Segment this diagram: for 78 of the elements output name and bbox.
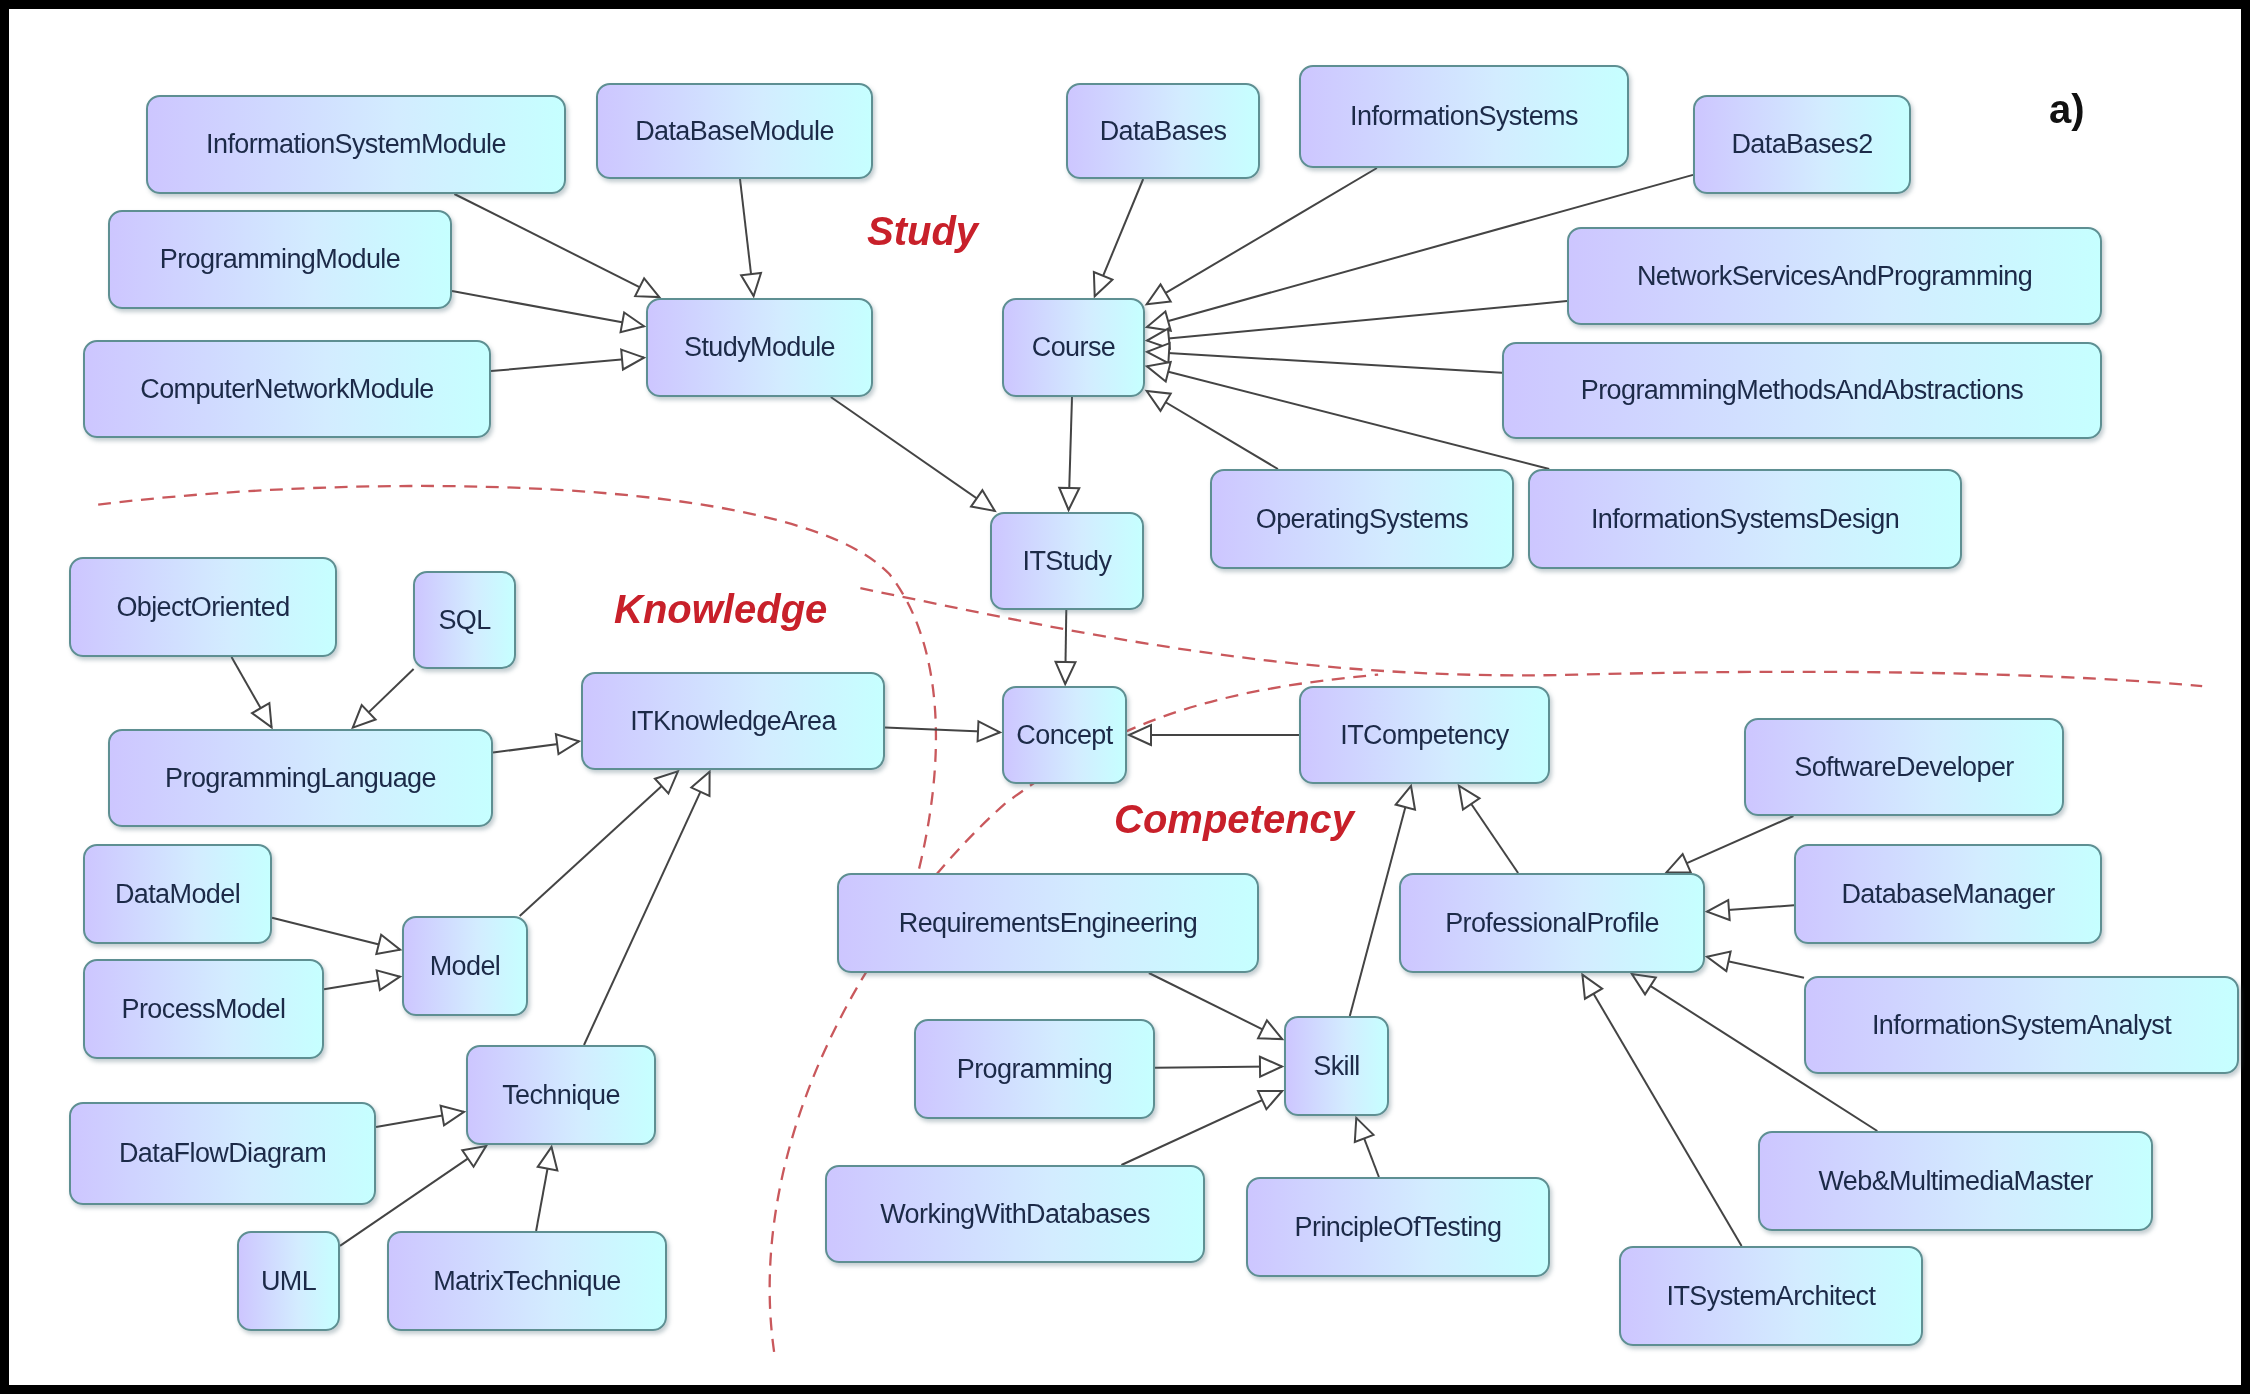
arrow <box>1457 784 1520 874</box>
arrow <box>1630 973 1879 1132</box>
arrow <box>492 733 580 756</box>
class-box: ProgrammingModule <box>108 210 452 309</box>
arrow <box>739 178 762 297</box>
arrow <box>1353 1116 1380 1178</box>
arrow <box>583 770 711 1046</box>
arrow <box>1348 784 1416 1017</box>
class-box: SQL <box>413 571 516 669</box>
arrow <box>1146 342 1503 374</box>
arrow <box>339 1145 488 1247</box>
arrow <box>375 1104 465 1128</box>
arrow <box>1145 390 1279 470</box>
arrow <box>230 656 273 729</box>
arrow <box>884 720 1001 743</box>
class-box: Model <box>402 916 528 1016</box>
class-box: Skill <box>1284 1016 1389 1116</box>
arrow <box>829 396 996 512</box>
class-box: ITKnowledgeArea <box>581 672 885 770</box>
class-box: Programming <box>914 1019 1155 1119</box>
arrow <box>351 668 415 729</box>
class-box: ProcessModel <box>83 959 324 1059</box>
class-box: ITStudy <box>990 512 1144 610</box>
class-box: UML <box>237 1231 340 1331</box>
arrow <box>1058 396 1081 511</box>
class-box: MatrixTechnique <box>387 1231 667 1331</box>
class-box: ProgrammingMethodsAndAbstractions <box>1502 342 2102 439</box>
class-box: Web&MultimediaMaster <box>1758 1131 2153 1231</box>
arrow <box>1706 899 1795 921</box>
class-box: InformationSystemsDesign <box>1528 469 1962 569</box>
class-box: ProgrammingLanguage <box>108 729 493 827</box>
arrow <box>1145 167 1378 306</box>
class-box: WorkingWithDatabases <box>825 1165 1205 1263</box>
arrow <box>1147 972 1284 1041</box>
arrow <box>323 969 401 992</box>
class-box: ITSystemArchitect <box>1619 1246 1923 1346</box>
arrow <box>1120 1090 1284 1166</box>
class-box: OperatingSystems <box>1210 469 1514 569</box>
class-box: ProfessionalProfile <box>1399 873 1705 973</box>
class-box: DatabaseManager <box>1794 844 2102 944</box>
arrow <box>1665 815 1795 874</box>
arrow <box>451 290 645 334</box>
arrow <box>518 770 679 917</box>
class-box: SoftwareDeveloper <box>1744 718 2064 816</box>
class-box: InformationSystems <box>1299 65 1629 168</box>
class-box: ComputerNetworkModule <box>83 340 491 438</box>
arrow <box>271 916 402 956</box>
arrow <box>1092 178 1145 298</box>
region-label: Study <box>867 209 979 254</box>
class-box: InformationSystemModule <box>146 95 566 194</box>
arrow <box>1706 950 1805 979</box>
class-box: DataModel <box>83 844 272 944</box>
class-box: ObjectOriented <box>69 557 337 657</box>
class-box: DataFlowDiagram <box>69 1102 376 1205</box>
class-box: DataBases <box>1066 83 1260 179</box>
arrow <box>1146 300 1568 350</box>
arrow <box>1128 724 1300 746</box>
class-box: DataBaseModule <box>596 83 873 179</box>
panel-label: a) <box>2049 87 2085 132</box>
class-box: StudyModule <box>646 298 873 397</box>
class-box: DataBases2 <box>1693 95 1911 194</box>
arrow <box>1054 609 1077 685</box>
class-box: ITCompetency <box>1299 686 1550 784</box>
arrow <box>1145 361 1551 470</box>
class-box: RequirementsEngineering <box>837 873 1259 973</box>
arrow <box>490 348 645 373</box>
arrow <box>535 1146 559 1232</box>
class-box: Concept <box>1002 686 1127 784</box>
class-box: InformationSystemAnalyst <box>1804 976 2239 1074</box>
class-box: Course <box>1002 298 1145 397</box>
class-box: NetworkServicesAndProgramming <box>1567 227 2102 325</box>
arrow <box>1145 173 1694 332</box>
arrow <box>1154 1055 1283 1078</box>
class-box: PrincipleOfTesting <box>1246 1177 1550 1277</box>
region-label: Competency <box>1114 797 1355 842</box>
class-box: Technique <box>466 1045 656 1145</box>
region-label: Knowledge <box>614 587 828 632</box>
arrow <box>453 193 661 299</box>
